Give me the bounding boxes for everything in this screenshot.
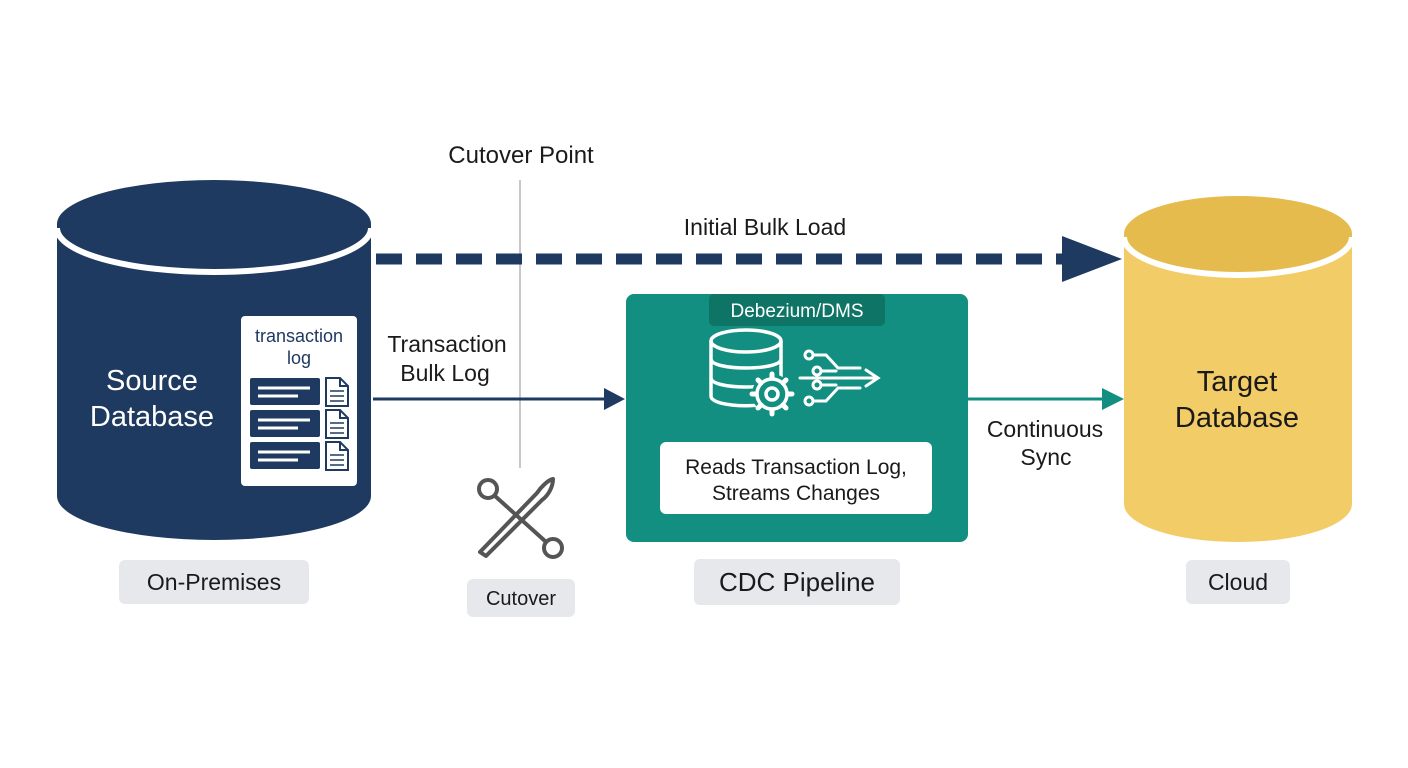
document-icon: [325, 377, 349, 407]
transaction-log-title-1: transaction: [255, 326, 343, 346]
continuous-sync-arrowhead: [1102, 388, 1124, 410]
continuous-sync-label-1: Continuous: [987, 416, 1103, 442]
cloud-label: Cloud: [1186, 560, 1290, 604]
cdc-pipeline-label: CDC Pipeline: [694, 559, 900, 605]
cdc-pipeline-box: Debezium/DMS: [626, 294, 968, 542]
on-premises-text: On-Premises: [147, 569, 281, 595]
scissors-icon: [477, 477, 564, 559]
cutover-text: Cutover: [486, 588, 556, 610]
source-database-title-1: Source: [106, 365, 198, 397]
initial-bulk-load-label: Initial Bulk Load: [684, 214, 846, 240]
database-gear-icon: [709, 328, 795, 417]
data-stream-arrow-icon: [798, 349, 881, 407]
continuous-sync-label-2: Sync: [1020, 444, 1071, 470]
bulk-load-arrowhead: [1062, 236, 1122, 282]
cdc-pipeline-text: CDC Pipeline: [719, 567, 875, 597]
on-premises-label: On-Premises: [119, 560, 309, 604]
source-database-title-2: Database: [90, 401, 214, 433]
target-database: Target Database: [1121, 196, 1355, 542]
log-entry-row: [250, 377, 349, 407]
cdc-description-1: Reads Transaction Log,: [685, 456, 907, 479]
log-entry-row: [250, 409, 349, 439]
document-icon: [325, 441, 349, 471]
debezium-dms-label: Debezium/DMS: [730, 301, 863, 322]
target-database-title-1: Target: [1197, 366, 1278, 398]
transaction-bulk-log-label-1: Transaction: [387, 331, 506, 357]
cdc-description-2: Streams Changes: [712, 482, 880, 505]
cutover-point-title: Cutover Point: [448, 142, 594, 169]
document-icon: [325, 409, 349, 439]
target-database-title-2: Database: [1175, 402, 1299, 434]
cloud-text: Cloud: [1208, 569, 1268, 595]
transaction-bulk-log-label-2: Bulk Log: [400, 360, 490, 386]
log-entry-row: [250, 441, 349, 471]
transaction-log-title-2: log: [287, 348, 311, 368]
transaction-log-card: transaction log: [241, 316, 357, 486]
cutover-label: Cutover: [467, 579, 575, 617]
transaction-log-arrowhead: [604, 388, 625, 410]
